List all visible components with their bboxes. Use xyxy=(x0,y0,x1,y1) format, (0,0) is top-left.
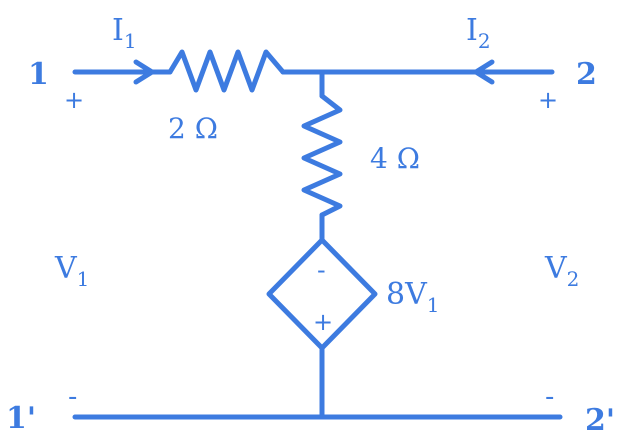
source-plus-sign: + xyxy=(313,308,333,336)
current-i2-arrow xyxy=(473,59,495,85)
current-i1-arrow xyxy=(133,59,155,85)
current-i1-label: I1 xyxy=(112,13,137,53)
current-i2-label: I2 xyxy=(466,13,491,53)
series-resistor-2-ohm xyxy=(167,49,286,93)
port-1-label: 1 xyxy=(28,57,49,92)
dependent-source-value: 8V1 xyxy=(386,277,440,317)
series-resistor-value: 2 Ω xyxy=(168,112,218,145)
v2-plus-sign: + xyxy=(538,86,558,114)
v1-minus-sign: - xyxy=(68,382,77,412)
v1-plus-sign: + xyxy=(64,86,84,114)
voltage-v2-label: V2 xyxy=(544,251,579,291)
source-minus-sign: - xyxy=(317,256,326,284)
port-1-ref-label: 1' xyxy=(6,401,36,434)
voltage-v1-label: V1 xyxy=(54,251,89,291)
shunt-resistor-value: 4 Ω xyxy=(370,142,420,175)
v2-minus-sign: - xyxy=(545,382,554,412)
port-2-label: 2 xyxy=(576,57,597,92)
port-2-ref-label: 2' xyxy=(585,403,615,434)
shunt-resistor-4-ohm xyxy=(301,93,343,218)
